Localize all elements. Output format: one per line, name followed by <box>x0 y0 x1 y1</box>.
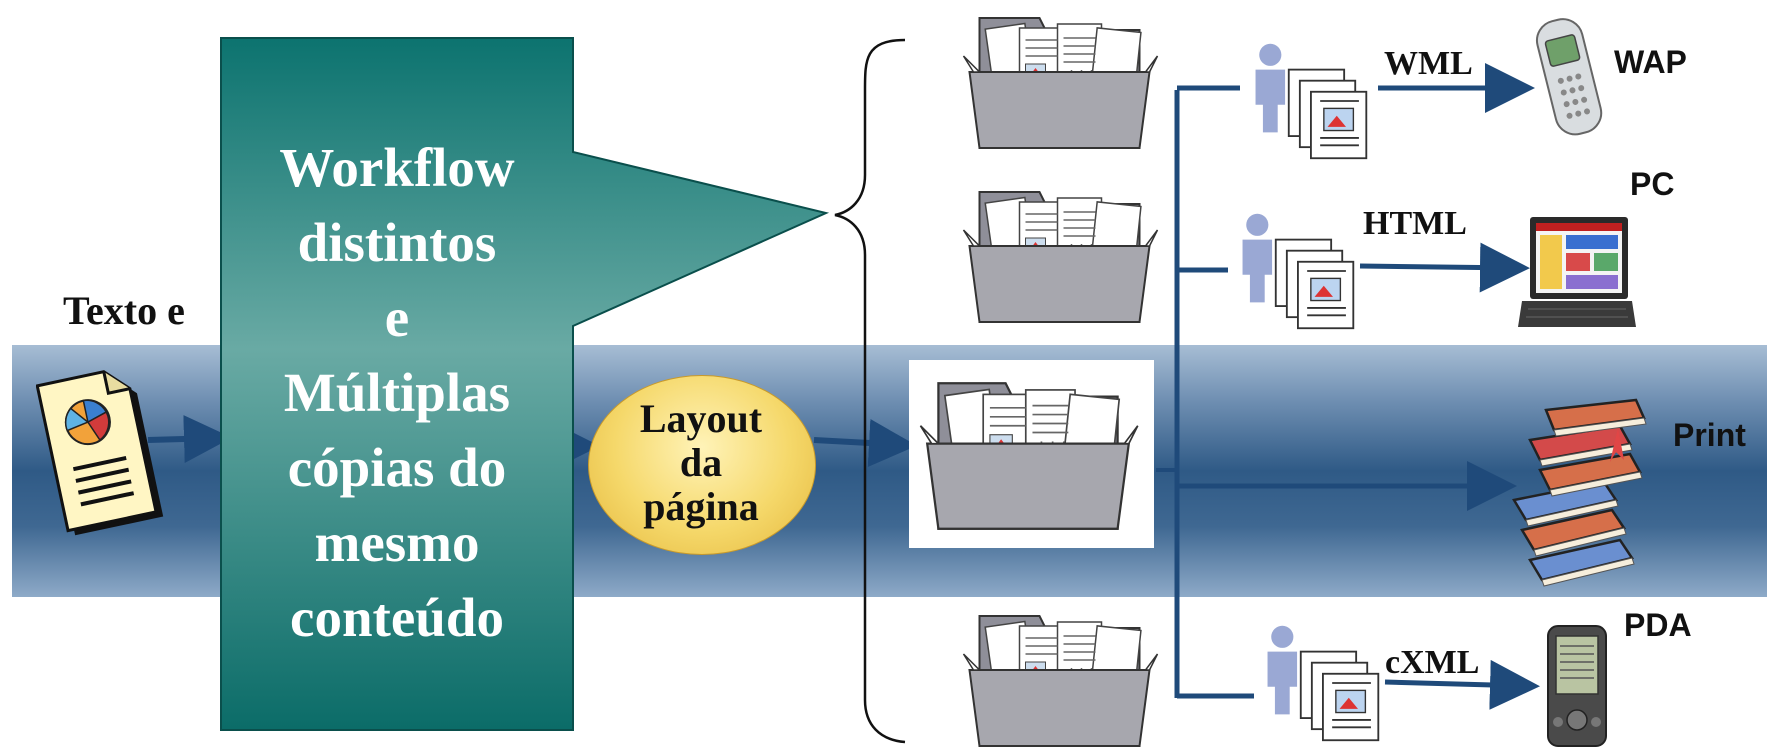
callout-line: Workflow <box>279 137 515 198</box>
device-label-pc: PC <box>1630 166 1675 202</box>
input-label: Texto e <box>63 288 185 333</box>
callout-line: conteúdo <box>290 587 504 648</box>
callout-line: Múltiplas <box>283 362 511 423</box>
callout-line: mesmo <box>314 512 480 573</box>
callout-line: cópias do <box>287 437 507 498</box>
device-label-pda: PDA <box>1624 607 1692 643</box>
arrow-layout <box>813 419 917 467</box>
layout-label: Layout da página <box>588 397 814 529</box>
folder-icon <box>962 615 1159 747</box>
folder-icon <box>962 191 1159 323</box>
device-label-print: Print <box>1673 417 1746 453</box>
arrow-html <box>1359 242 1530 293</box>
format-label-cxml: cXML <box>1385 644 1480 681</box>
books-icon <box>1512 398 1647 587</box>
central-folder-icon <box>919 382 1139 530</box>
user-documents-icon <box>1241 212 1355 330</box>
callout-line: distintos <box>297 212 497 273</box>
pda-icon <box>1547 625 1607 747</box>
user-documents-icon <box>1266 624 1380 742</box>
layout-oval <box>588 375 816 555</box>
format-label-html: HTML <box>1363 205 1467 242</box>
laptop-icon <box>1518 217 1636 327</box>
arrow-cxml <box>1384 659 1540 710</box>
device-label-wap: WAP <box>1614 44 1687 80</box>
document-chart-icon <box>36 370 164 536</box>
layout-line: Layout <box>639 396 763 441</box>
brace <box>834 38 906 744</box>
user-documents-icon <box>1254 42 1368 160</box>
callout-line: e <box>384 287 410 348</box>
arrow-input <box>147 415 232 463</box>
layout-line: da <box>679 440 723 485</box>
format-label-wml: WML <box>1384 45 1473 82</box>
callout-text: Workflow distintos e Múltiplas cópias do… <box>221 130 573 655</box>
mobile-phone-icon <box>1535 18 1603 136</box>
folder-icon <box>962 17 1159 149</box>
layout-line: página <box>643 484 759 529</box>
